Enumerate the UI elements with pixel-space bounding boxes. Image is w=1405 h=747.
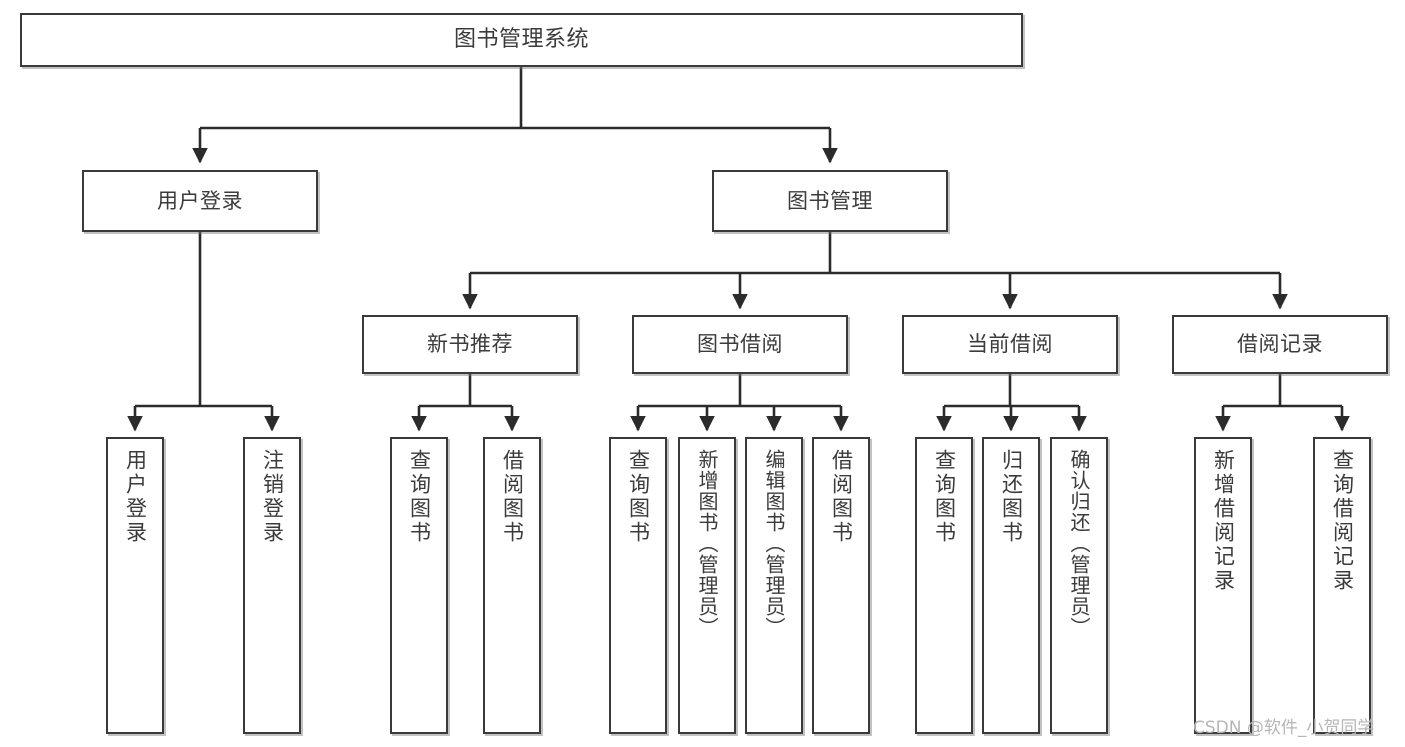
node-current-borrow-label: 当前借阅: [967, 332, 1053, 357]
node-new-book-recommend[interactable]: 新书推荐: [362, 315, 578, 374]
node-user-login-label: 用户登录: [157, 188, 243, 213]
leaf-logout-label: 注销登录: [260, 449, 285, 545]
leaf-query-borrow-record[interactable]: 查询借阅记录: [1313, 437, 1371, 734]
leaf-user-login-label: 用户登录: [123, 449, 148, 545]
node-borrow-record[interactable]: 借阅记录: [1172, 315, 1388, 374]
node-root[interactable]: 图书管理系统: [20, 13, 1023, 67]
node-root-label: 图书管理系统: [453, 27, 589, 53]
leaf-borrow-books-label: 借阅图书: [829, 449, 854, 545]
leaf-confirm-return-admin[interactable]: 确认归还（管理员）: [1050, 437, 1108, 734]
leaf-add-book-admin[interactable]: 新增图书（管理员）: [678, 437, 736, 734]
leaf-add-book-admin-label: 新增图书（管理员）: [695, 449, 719, 638]
leaf-add-borrow-record-label: 新增借阅记录: [1211, 449, 1236, 593]
leaf-borrow-books-recommend[interactable]: 借阅图书: [483, 437, 541, 734]
node-user-login[interactable]: 用户登录: [82, 170, 318, 232]
node-borrow-record-label: 借阅记录: [1237, 332, 1323, 357]
leaf-edit-book-admin-label: 编辑图书（管理员）: [762, 449, 786, 638]
leaf-query-books-recommend-label: 查询图书: [407, 449, 432, 545]
node-book-borrow[interactable]: 图书借阅: [632, 315, 848, 374]
node-book-management-label: 图书管理: [787, 188, 873, 213]
node-book-borrow-label: 图书借阅: [697, 332, 783, 357]
leaf-borrow-books[interactable]: 借阅图书: [812, 437, 870, 734]
leaf-query-books-recommend[interactable]: 查询图书: [390, 437, 448, 734]
leaf-borrow-books-recommend-label: 借阅图书: [500, 449, 525, 545]
leaf-query-books-borrow[interactable]: 查询图书: [609, 437, 667, 734]
leaf-query-borrow-record-label: 查询借阅记录: [1330, 449, 1355, 593]
leaf-edit-book-admin[interactable]: 编辑图书（管理员）: [745, 437, 803, 734]
node-book-management[interactable]: 图书管理: [712, 170, 948, 232]
leaf-query-books-current[interactable]: 查询图书: [915, 437, 973, 734]
leaf-query-books-borrow-label: 查询图书: [626, 449, 651, 545]
watermark-text: CSDN @软件_小贺同学: [1193, 718, 1375, 738]
leaf-return-books[interactable]: 归还图书: [982, 437, 1040, 734]
node-new-book-recommend-label: 新书推荐: [427, 332, 513, 357]
leaf-add-borrow-record[interactable]: 新增借阅记录: [1194, 437, 1252, 734]
leaf-logout[interactable]: 注销登录: [243, 437, 301, 734]
node-current-borrow[interactable]: 当前借阅: [902, 315, 1118, 374]
leaf-confirm-return-admin-label: 确认归还（管理员）: [1067, 449, 1091, 638]
leaf-query-books-current-label: 查询图书: [932, 449, 957, 545]
leaf-return-books-label: 归还图书: [999, 449, 1024, 545]
leaf-user-login[interactable]: 用户登录: [106, 437, 164, 734]
